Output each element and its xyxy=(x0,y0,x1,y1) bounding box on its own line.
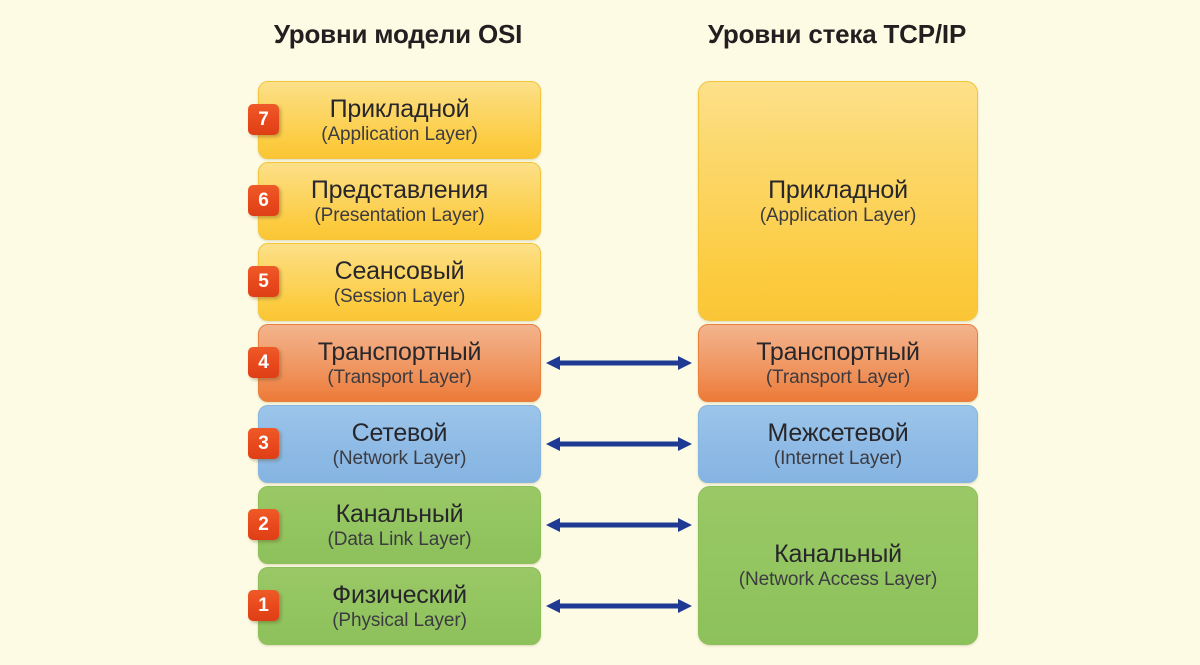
osi-layer-1-number-badge: 1 xyxy=(248,590,279,621)
osi-layer-3-number-badge: 3 xyxy=(248,428,279,459)
osi-layer-6-title-en: (Presentation Layer) xyxy=(314,204,485,226)
osi-layer-4-title-en: (Transport Layer) xyxy=(327,366,472,388)
tcpip-layer-network-access[interactable]: Канальный (Network Access Layer) xyxy=(698,486,978,645)
tcpip-layer-application[interactable]: Прикладной (Application Layer) xyxy=(698,81,978,321)
osi-layer-7[interactable]: Прикладной (Application Layer) xyxy=(258,81,541,159)
osi-layer-2-title-ru: Канальный xyxy=(335,499,464,528)
osi-layer-2-number-badge: 2 xyxy=(248,509,279,540)
osi-layer-5[interactable]: Сеансовый (Session Layer) xyxy=(258,243,541,321)
osi-layer-3-title-ru: Сетевой xyxy=(351,418,448,447)
osi-layer-7-title-en: (Application Layer) xyxy=(321,123,478,145)
osi-layer-1-title-ru: Физический xyxy=(332,580,467,609)
tcpip-layer-internet-title-en: (Internet Layer) xyxy=(773,447,903,469)
tcpip-layer-network-access-title-en: (Network Access Layer) xyxy=(738,569,938,590)
osi-layer-2-title-en: (Data Link Layer) xyxy=(327,528,472,550)
osi-layer-1-title-en: (Physical Layer) xyxy=(332,609,467,631)
osi-layer-5-title-en: (Session Layer) xyxy=(333,285,466,307)
tcpip-layer-application-title-en: (Application Layer) xyxy=(759,204,917,226)
osi-layer-2[interactable]: Канальный (Data Link Layer) xyxy=(258,486,541,564)
tcpip-layer-internet-title-ru: Межсетевой xyxy=(767,418,909,447)
arrow-physical-icon xyxy=(546,599,692,613)
osi-layer-3-title-en: (Network Layer) xyxy=(332,447,467,469)
tcpip-layer-internet[interactable]: Межсетевой (Internet Layer) xyxy=(698,405,978,483)
osi-layer-6-number-badge: 6 xyxy=(248,185,279,216)
osi-layer-4[interactable]: Транспортный (Transport Layer) xyxy=(258,324,541,402)
arrow-transport-icon xyxy=(546,356,692,370)
osi-layer-7-number-badge: 7 xyxy=(248,104,279,135)
arrow-network-icon xyxy=(546,437,692,451)
tcpip-layer-transport-title-ru: Транспортный xyxy=(756,337,920,366)
tcpip-column-title: Уровни стека TCP/IP xyxy=(707,19,967,49)
osi-layer-6-title-ru: Представления xyxy=(310,175,489,204)
tcpip-layer-application-title-ru: Прикладной xyxy=(768,175,908,204)
tcpip-layer-transport[interactable]: Транспортный (Transport Layer) xyxy=(698,324,978,402)
tcpip-layer-transport-title-en: (Transport Layer) xyxy=(765,366,911,388)
osi-layer-4-title-ru: Транспортный xyxy=(317,337,482,366)
osi-layer-5-title-ru: Сеансовый xyxy=(334,256,465,285)
osi-layer-3[interactable]: Сетевой (Network Layer) xyxy=(258,405,541,483)
tcpip-layer-network-access-title-ru: Канальный xyxy=(774,540,902,568)
osi-layer-5-number-badge: 5 xyxy=(248,266,279,297)
osi-layer-4-number-badge: 4 xyxy=(248,347,279,378)
osi-layer-1[interactable]: Физический (Physical Layer) xyxy=(258,567,541,645)
osi-layer-7-title-ru: Прикладной xyxy=(329,94,470,123)
osi-layer-6[interactable]: Представления (Presentation Layer) xyxy=(258,162,541,240)
osi-column-title: Уровни модели OSI xyxy=(273,19,523,49)
arrow-datalink-icon xyxy=(546,518,692,532)
